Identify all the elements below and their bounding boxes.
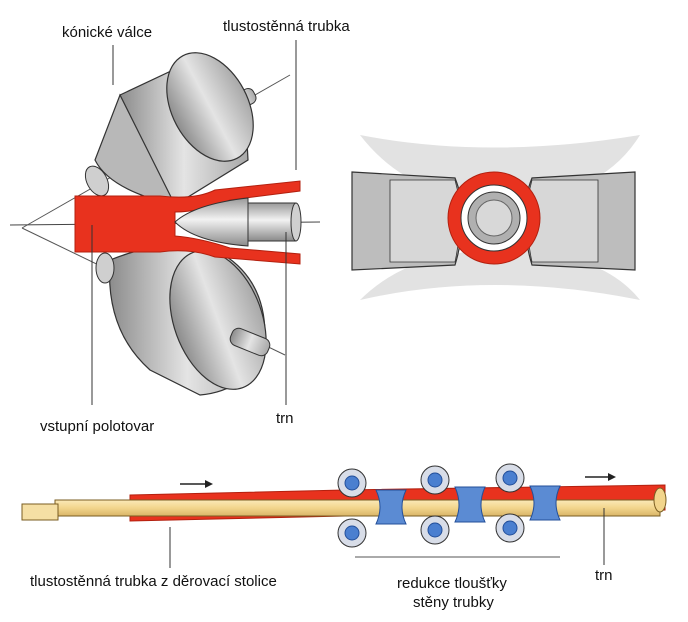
mandrel-bar-head <box>21 503 59 521</box>
label-wall-reduction-2: stěny trubky <box>413 594 494 611</box>
label-conical-rolls: kónické válce <box>62 24 153 41</box>
cross-section-view <box>351 135 640 300</box>
mandrel-rod <box>247 202 297 242</box>
upper-roll-stub <box>84 165 110 197</box>
label-input-blank: vstupní polotovar <box>40 418 155 435</box>
label-thick-wall-tube-bottom: tlustostěnná trubka z děrovací stolice <box>30 573 277 590</box>
lower-roll-shaft <box>229 327 271 357</box>
mandrel-core <box>475 199 513 237</box>
arrow-right-icon <box>180 480 213 488</box>
roll-stand-2 <box>420 465 486 545</box>
label-mandrel-bottom: trn <box>595 567 613 584</box>
label-wall-reduction-1: redukce tloušťky <box>397 575 507 592</box>
piercing-mill-view <box>9 40 321 405</box>
roll-stand-1 <box>337 468 407 548</box>
label-mandrel-top: trn <box>276 410 294 427</box>
arrow-right-icon <box>585 473 616 481</box>
mandrel-end <box>290 202 302 242</box>
piercing-mandrel <box>174 197 302 247</box>
hot-billet <box>74 180 301 265</box>
upper-roll-face <box>166 52 254 162</box>
mandrel-bar <box>54 499 661 517</box>
lower-roll-face <box>169 250 267 390</box>
upper-conical-roll <box>84 52 257 206</box>
billet-shape <box>74 180 301 265</box>
mandrel-mill-view <box>21 463 667 568</box>
roll-stand-3 <box>495 463 561 543</box>
label-thick-wall-tube-top: tlustostěnná trubka <box>223 18 350 35</box>
lower-conical-roll <box>95 243 271 396</box>
mandrel-bar-end <box>653 487 667 513</box>
lower-roll-stub <box>95 252 115 284</box>
